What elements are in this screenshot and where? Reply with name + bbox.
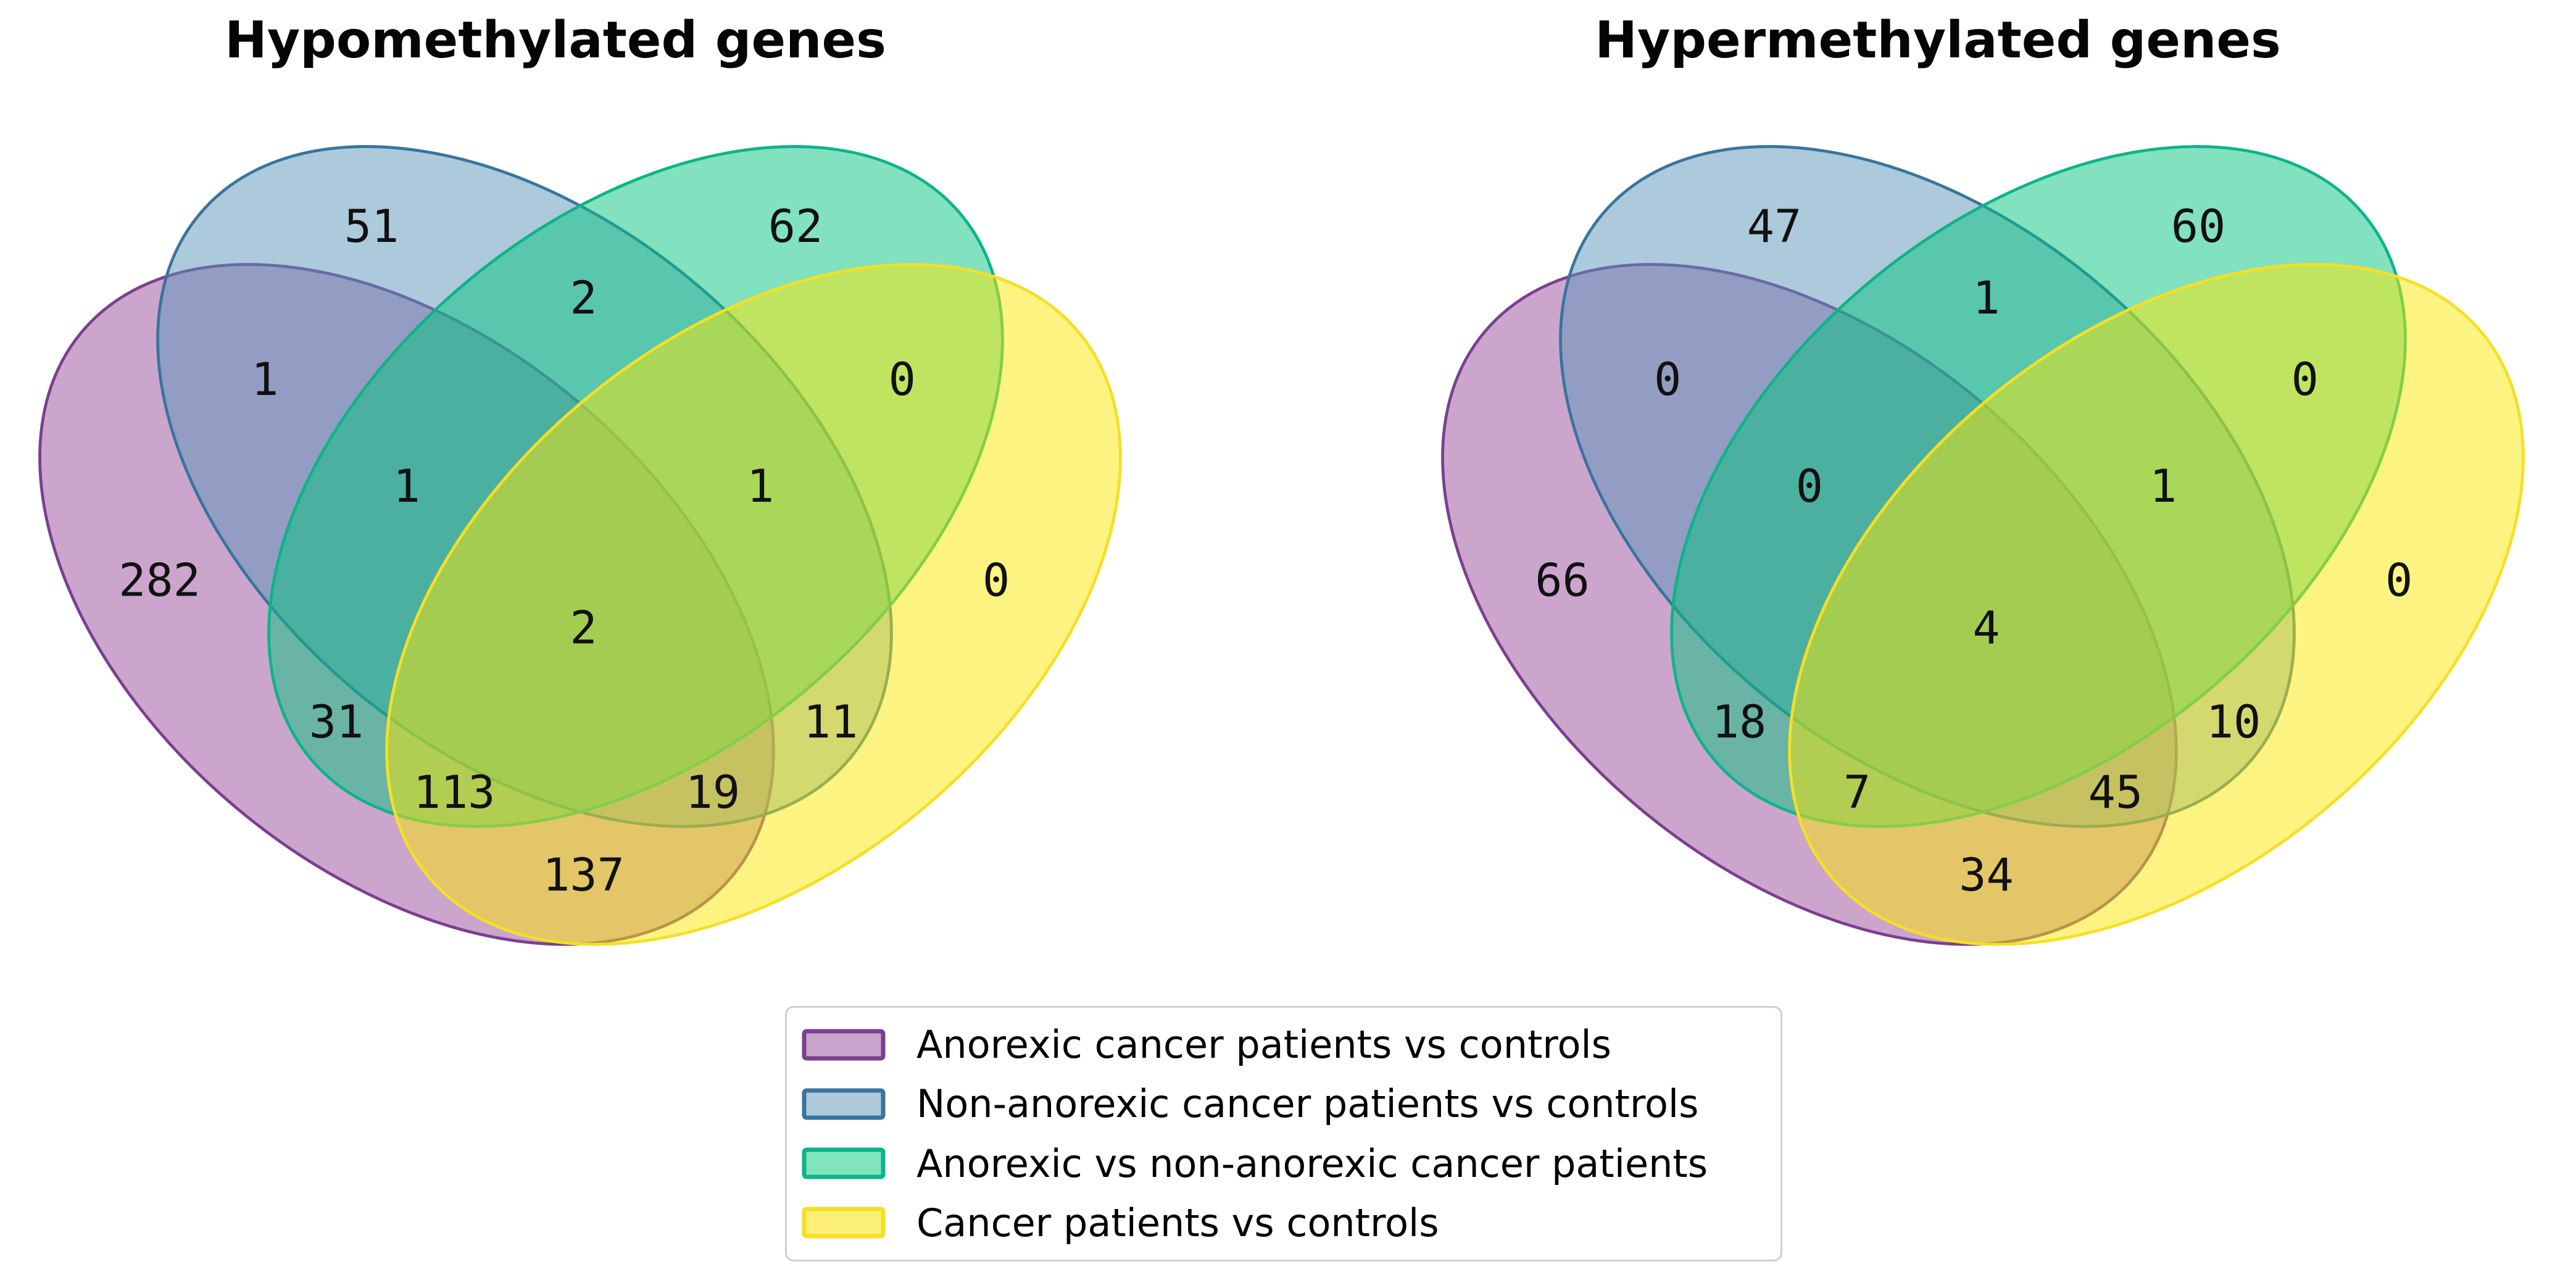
legend-label-anorexic-vs-non-anorexic: Anorexic vs non-anorexic cancer patients [916,1140,1708,1186]
count-abcd: 2 [570,602,597,654]
legend-item-cancer-vs-controls: Cancer patients vs controls [802,1200,1780,1245]
count-cd: 0 [2291,354,2319,406]
count-abc: 1 [393,460,420,513]
count-ac: 31 [309,696,364,749]
legend-label-anorexic-vs-controls: Anorexic cancer patients vs controls [916,1022,1611,1068]
count-bd: 11 [804,696,858,749]
count-acd: 113 [413,766,496,819]
count-ad: 34 [1959,849,2013,902]
count-acd: 7 [1843,766,1871,819]
green-swatch-rect [802,1147,886,1179]
legend-item-anorexic-vs-controls: Anorexic cancer patients vs controls [802,1022,1780,1067]
count-bc: 1 [1972,272,2000,325]
legend-swatch-blue [802,1088,886,1120]
count-cd: 0 [889,354,916,406]
count-bc: 2 [570,272,597,325]
purple-swatch-rect [802,1029,886,1061]
ellipse-cancer-vs-controls [1788,263,2525,946]
venn-counts-right: 66 47 60 0 0 1 0 0 1 4 18 10 7 45 34 [1535,201,2412,902]
legend-swatch-yellow [802,1207,886,1239]
count-c-only: 60 [2171,201,2225,253]
blue-swatch-rect [802,1088,886,1120]
count-b-only: 51 [344,201,399,253]
legend-swatch-purple [802,1029,886,1061]
count-abd: 19 [686,766,740,819]
ellipse-cancer-vs-controls [385,263,1122,946]
hypomethylated-title: Hypomethylated genes [225,11,886,70]
count-abc: 0 [1796,460,1823,513]
legend-item-anorexic-vs-non-anorexic: Anorexic vs non-anorexic cancer patients [802,1141,1780,1186]
count-ac: 18 [1712,696,1766,749]
count-abcd: 4 [1972,602,2000,654]
legend: Anorexic cancer patients vs controls Non… [785,1006,1782,1261]
count-abd: 45 [2088,766,2143,819]
count-ad: 137 [542,849,625,902]
legend-swatch-green [802,1147,886,1179]
count-bcd: 1 [2150,460,2177,513]
hypermethylated-title: Hypermethylated genes [1595,11,2281,70]
venn-ellipses-left [38,145,1122,946]
legend-label-non-anorexic-vs-controls: Non-anorexic cancer patients vs controls [916,1081,1699,1127]
legend-item-non-anorexic-vs-controls: Non-anorexic cancer patients vs controls [802,1081,1780,1126]
count-ab: 1 [251,354,278,406]
count-ab: 0 [1654,354,1681,406]
count-bcd: 1 [747,460,774,513]
count-c-only: 62 [768,201,823,253]
venn-diagram-hypermethylated: 66 47 60 0 0 1 0 0 1 4 18 10 7 45 34 [1441,145,2525,946]
count-d-only: 0 [2385,554,2412,607]
count-b-only: 47 [1747,201,1801,253]
count-d-only: 0 [983,554,1010,607]
legend-label-cancer-vs-controls: Cancer patients vs controls [916,1200,1439,1245]
count-a-only: 282 [118,554,201,607]
venn-diagram-hypomethylated: 282 51 62 0 1 2 0 1 1 2 31 11 113 19 137 [38,145,1122,946]
yellow-swatch-rect [802,1207,886,1239]
venn-counts-left: 282 51 62 0 1 2 0 1 1 2 31 11 113 19 137 [118,201,1010,902]
venn-ellipses-right [1441,145,2525,946]
count-bd: 10 [2206,696,2261,749]
count-a-only: 66 [1535,554,1589,607]
